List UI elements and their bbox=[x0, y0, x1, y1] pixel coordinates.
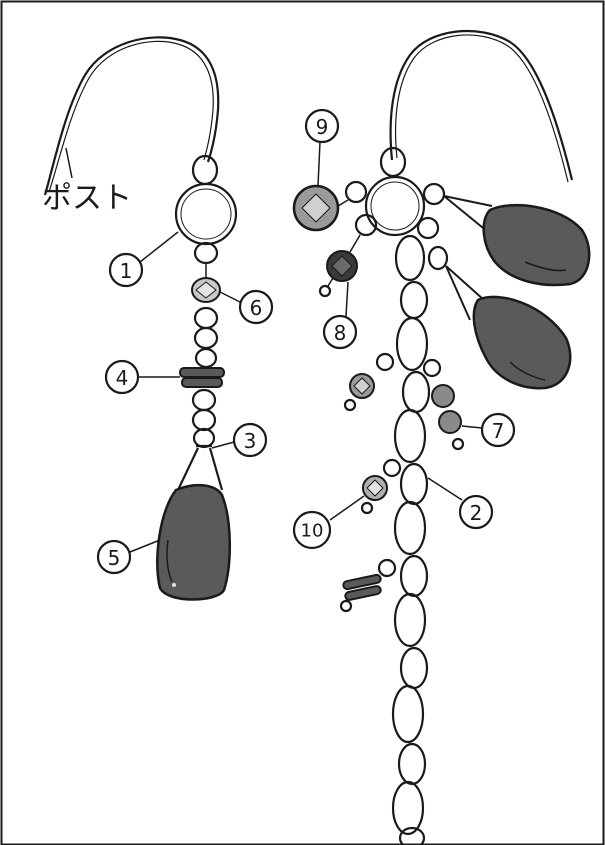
svg-text:2: 2 bbox=[470, 501, 483, 525]
svg-text:8: 8 bbox=[334, 321, 347, 345]
post-label: ポスト bbox=[42, 181, 132, 216]
svg-text:3: 3 bbox=[244, 429, 257, 453]
left-bead-4 bbox=[180, 368, 224, 387]
svg-text:9: 9 bbox=[316, 115, 329, 139]
svg-text:6: 6 bbox=[250, 296, 263, 320]
svg-text:7: 7 bbox=[492, 419, 505, 443]
svg-text:1: 1 bbox=[120, 259, 133, 283]
svg-text:10: 10 bbox=[301, 521, 324, 542]
svg-text:4: 4 bbox=[116, 366, 129, 390]
svg-text:5: 5 bbox=[108, 546, 121, 570]
